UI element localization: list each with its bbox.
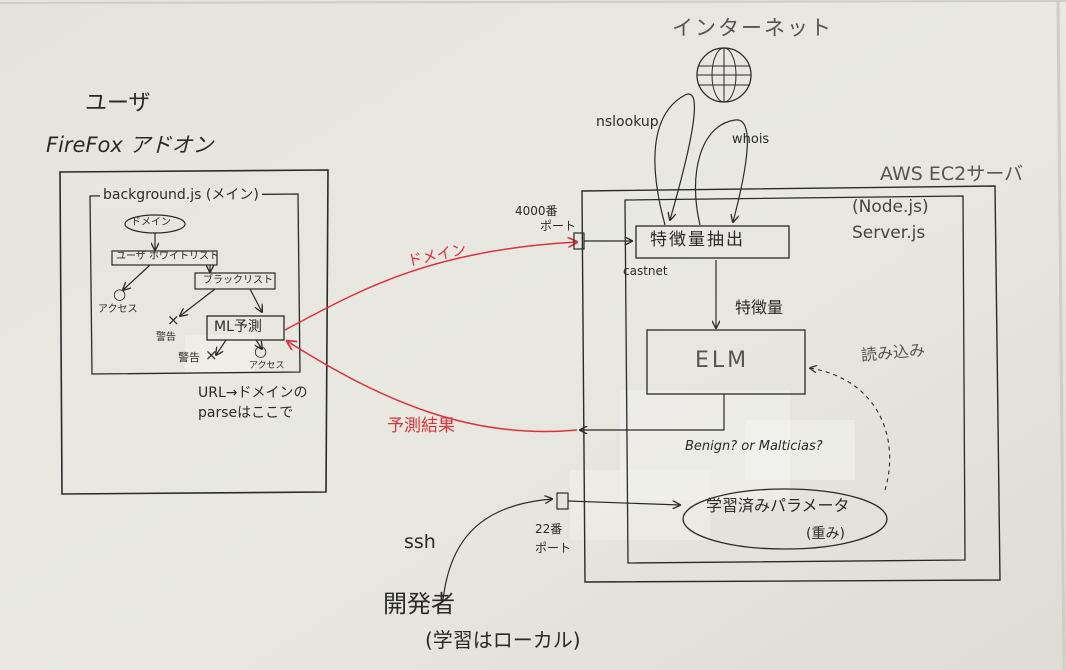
serverjs-label: Server.js (852, 223, 926, 243)
deny-cross-icon: × (167, 311, 180, 329)
blacklist-label: ブラックリスト (203, 275, 273, 286)
user-title: ユーザ (85, 91, 151, 116)
load-dashed-arrow (810, 368, 891, 491)
ec2-title: AWS EC2サーバ (880, 163, 1024, 185)
whois-label: whois (732, 132, 770, 147)
params-oval (682, 488, 888, 550)
params-label: 学習済みパラメータ (706, 496, 850, 515)
ec2-frame (581, 185, 1001, 583)
nodejs-label: (Node.js) (852, 197, 929, 217)
port22-label-1: 22番 (535, 522, 563, 536)
addon-title: FireFox アドオン (46, 133, 214, 157)
extract-label: 特徴量抽出 (650, 230, 745, 250)
warn1-label: 警告 (156, 332, 176, 343)
addon-frame (59, 169, 329, 495)
domain-request-arrow (284, 242, 577, 331)
castnet-label: castnet (623, 264, 668, 278)
internet-label: インターネット (672, 16, 833, 40)
parse-note-line2: parseはここで (198, 405, 294, 421)
ssh-label: ssh (404, 531, 436, 553)
globe-icon (696, 47, 752, 103)
blacklist-box (194, 272, 276, 290)
allow-circle-icon: ○ (113, 285, 127, 303)
features-label: 特徴量 (735, 298, 784, 317)
access2-label: アクセス (249, 361, 285, 371)
whitelist-box (111, 250, 218, 266)
nodejs-frame (624, 195, 966, 564)
background-label: background.js (メイン) (100, 188, 262, 202)
extract-box (635, 225, 790, 259)
deny2-cross-icon: × (205, 346, 218, 364)
allow2-circle-icon: ○ (254, 342, 268, 360)
elm-box (646, 329, 806, 395)
port22-label-2: ポート (535, 541, 572, 555)
whitelist-label: ユーザ ホワイトリスト (116, 251, 219, 262)
access1-label: アクセス (98, 304, 138, 315)
developer-title: 開発者 (383, 590, 455, 618)
nslookup-label: nslookup (596, 114, 659, 130)
ml-box (206, 315, 285, 341)
domain-oval-label: ドメイン (131, 217, 171, 228)
output-label: Benign? or Malticias? (685, 439, 823, 454)
parse-note-line1: URL→ドメインの (198, 385, 308, 401)
ssh-arrow (442, 499, 552, 601)
port4000-label-2: ポート (540, 219, 577, 233)
weights-label: (重み) (806, 526, 845, 542)
warn2-label: 警告 (178, 351, 200, 364)
result-arrow-label: 予測結果 (387, 416, 455, 436)
developer-note: (学習はローカル) (425, 628, 581, 652)
result-response-arrow (287, 341, 578, 433)
port4000-label-1: 4000番 (515, 204, 558, 218)
elm-label: ELM (695, 348, 750, 373)
ml-label: ML予測 (214, 319, 262, 335)
